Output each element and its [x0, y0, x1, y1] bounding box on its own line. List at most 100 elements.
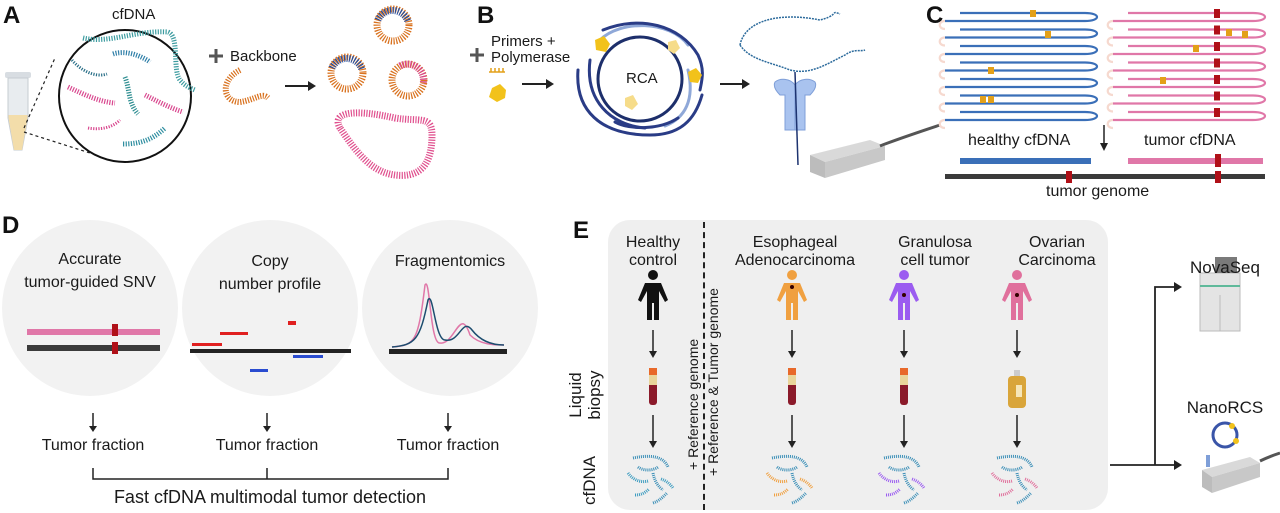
concatemer-turn: [938, 85, 946, 97]
tube-plasma: [900, 375, 908, 385]
arrowhead: [900, 441, 908, 448]
fragmentomics-method-circle: [362, 220, 538, 396]
group-column: [765, 270, 814, 505]
concatemer-turn: [938, 19, 946, 31]
snv-title-line1: Accurate: [58, 251, 122, 268]
sequencing-error-mark: [1242, 31, 1248, 38]
concatemer-turn: [938, 118, 946, 130]
concatemer-turn: [938, 36, 946, 47]
person-icon: [638, 270, 668, 320]
tumor-genome-label: tumor genome: [1046, 183, 1150, 200]
sequencing-error-mark: [980, 96, 986, 103]
group-column: [877, 270, 926, 505]
tumor-mutation-mark: [1214, 42, 1220, 51]
healthy-cfdna-label: healthy cfDNA: [968, 132, 1071, 149]
concatemer-repeat: [945, 44, 1099, 56]
panel-a-letter: A: [3, 2, 21, 29]
cohort-box: [608, 220, 1108, 510]
concatemer-repeat: [945, 110, 1099, 122]
concatemer-repeat: [945, 77, 1099, 89]
fragmentomics-method-title: Fragmentomics: [362, 250, 538, 273]
concatemer-turn: [1106, 85, 1114, 97]
backbone-label: Backbone: [230, 48, 297, 65]
group-title-line2: Adenocarcinoma: [734, 252, 856, 269]
bottle-label: [1016, 385, 1022, 397]
snv-title-line2: tumor-guided SNV: [24, 274, 156, 291]
sequencing-error-mark: [1193, 45, 1199, 52]
bottle-cap: [1014, 370, 1020, 376]
person-icon: [1002, 270, 1032, 320]
concatemer-repeat: [1113, 94, 1267, 105]
group-title-line1: Granulosa: [898, 234, 972, 251]
group-title-line2: Carcinoma: [1018, 252, 1096, 269]
sequencing-error-mark: [1160, 77, 1166, 84]
fragmentomics-title-line1: Fragmentomics: [394, 253, 506, 270]
panel-b-illustration: [470, 11, 941, 178]
group-title-line1: Ovarian: [1028, 234, 1086, 251]
panel-c-letter: C: [926, 2, 944, 29]
dna-strand: [739, 11, 866, 72]
healthy-fragment-curve: [391, 297, 505, 348]
group-title-line1: Healthy: [625, 234, 681, 251]
tumor-site-dot: [1015, 293, 1019, 297]
tube-cap: [788, 368, 796, 375]
concatemer-repeat: [945, 11, 1099, 23]
panel-c-illustration: [938, 9, 1267, 183]
arrowhead: [788, 351, 796, 358]
snv-method-title: Accurate tumor-guided SNV: [2, 248, 178, 294]
person-head: [787, 270, 797, 280]
group-title-line2: cell tumor: [900, 252, 970, 269]
tube-cap: [649, 368, 657, 375]
snv-mark-genome: [112, 342, 118, 354]
cfdna-fragments-icon: [765, 454, 814, 505]
tumor-mutation-mark: [1214, 9, 1220, 18]
concatemer-turn: [938, 102, 946, 113]
polymerase-text: Polymerase: [491, 49, 571, 66]
group-title-granulosa: Granulosa cell tumor: [885, 234, 985, 270]
genome-mutation-1: [1066, 171, 1072, 183]
concatemer-repeat: [945, 94, 1099, 105]
concatemer-turn: [938, 69, 946, 80]
concatemer-turn: [1106, 69, 1114, 80]
concatemer-repeat: [1113, 28, 1267, 39]
cnv-title-line2: number profile: [218, 276, 322, 293]
concatemer-repeat: [1113, 77, 1267, 89]
arrowhead: [1013, 351, 1021, 358]
person-head: [899, 270, 909, 280]
person-body: [1002, 283, 1032, 320]
concatemer-repeat: [1113, 110, 1267, 122]
blood-tube-icon: [900, 368, 908, 405]
cfdna-fragments-icon: [990, 454, 1039, 505]
ascites-bottle-icon: [1008, 370, 1026, 408]
genome-mutation-2: [1215, 171, 1221, 183]
tumor-read-bar: [27, 329, 160, 335]
cfdna-fragments-icon: [877, 454, 926, 505]
cnv-method-circle: [182, 220, 358, 396]
person-head: [648, 270, 658, 280]
panel-d-graphics: [27, 283, 507, 480]
primers-text: Primers +: [491, 33, 556, 50]
cfdna-fragments-icon: [626, 454, 675, 505]
blood-tube-icon: [649, 368, 657, 405]
sequencing-error-mark: [988, 96, 994, 103]
nanopore-icon: [794, 71, 799, 166]
summary-bracket: [92, 468, 449, 480]
tumor-mutation-mark: [1214, 75, 1220, 84]
sequencer-branch-arrow: [1110, 286, 1175, 466]
group-column: [990, 270, 1039, 505]
group-title-esophageal: Esophageal Adenocarcinoma: [725, 234, 865, 270]
concatemer-repeat: [1113, 61, 1267, 72]
fragmentomics-tumor-fraction: Tumor fraction: [396, 437, 500, 454]
snv-mark-read: [112, 324, 118, 336]
healthy-concatemer: [938, 11, 1099, 130]
fragmentomics-baseline: [389, 349, 507, 354]
tumor-consensus-mutation: [1215, 154, 1221, 167]
person-body: [638, 283, 668, 320]
arrowhead: [900, 351, 908, 358]
panel-d-letter: D: [2, 212, 20, 239]
arrowhead-novaseq: [1174, 282, 1182, 292]
group-column: [626, 270, 675, 505]
arrowhead: [788, 441, 796, 448]
tube-cap: [900, 368, 908, 375]
novaseq-label: NovaSeq: [1190, 258, 1260, 277]
